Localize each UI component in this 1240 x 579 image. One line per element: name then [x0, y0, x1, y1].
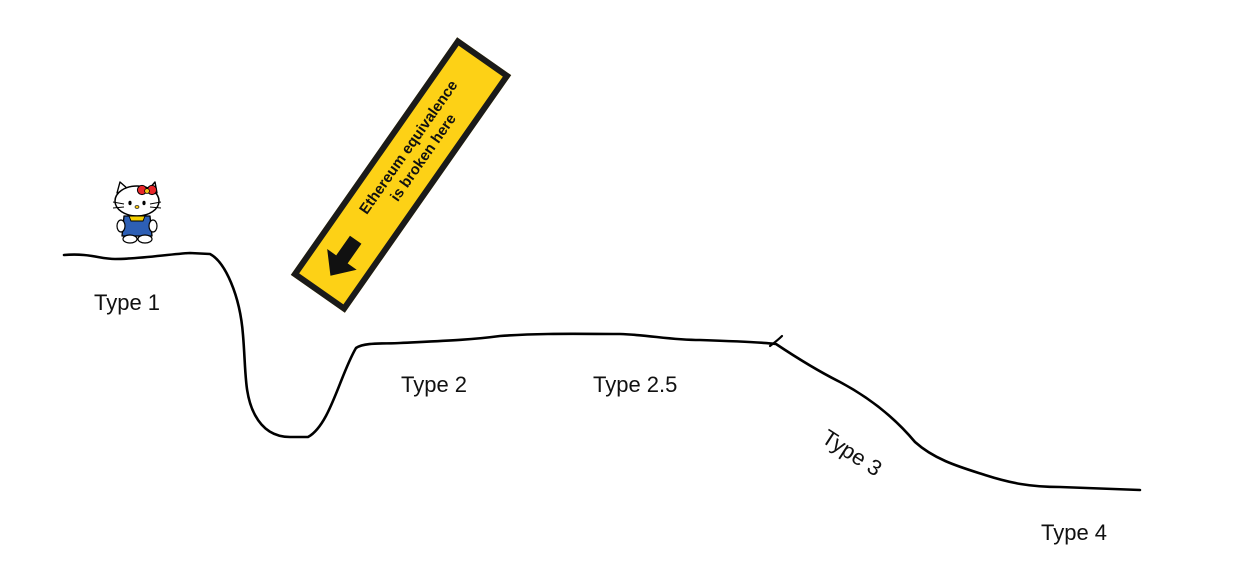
hello-kitty-character	[112, 181, 162, 244]
arrow-down-left-icon	[327, 235, 362, 276]
label-type-2: Type 2	[401, 372, 468, 397]
warning-sign: Ethereum equivalence is broken here	[290, 37, 512, 313]
label-type-2-5: Type 2.5	[593, 372, 678, 397]
label-type-4: Type 4	[1041, 520, 1108, 545]
label-type-1: Type 1	[94, 290, 161, 315]
terrain-hook	[768, 334, 784, 348]
terrain-curve	[62, 251, 1142, 492]
